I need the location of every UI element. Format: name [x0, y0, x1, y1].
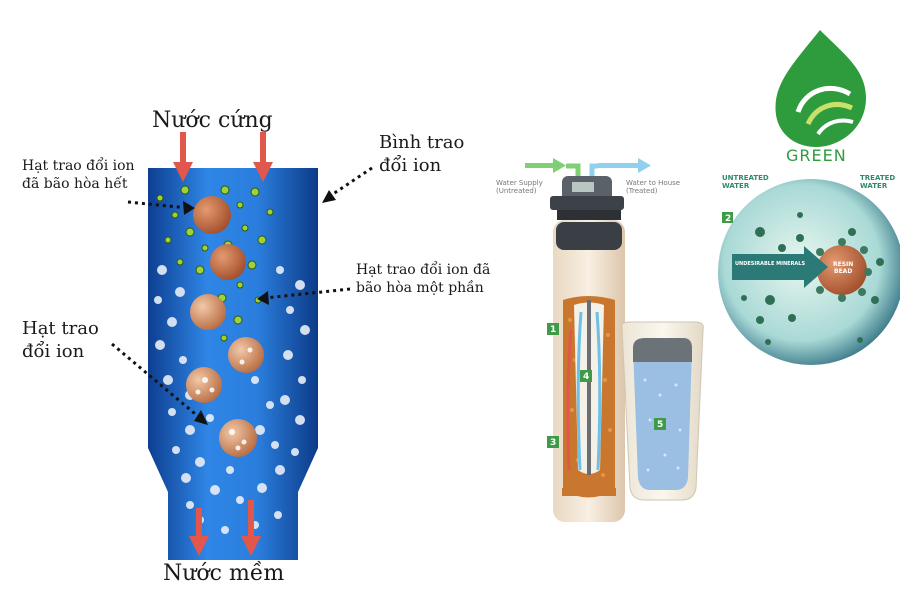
step-1-label: 1 [550, 325, 556, 335]
panel-step-2-label: 2 [725, 214, 731, 224]
soft-water-label: Nước mềm [163, 561, 285, 586]
partially-saturated-resin-label: Hạt trao đổi ion đã bão hòa một phần [356, 262, 491, 296]
water-supply-label: Water Supply (Untreated) [496, 179, 543, 195]
green-logo-mark [775, 30, 866, 147]
undesirable-minerals-label: UNDESIRABLE MINERALS [735, 261, 806, 267]
saturated-resin-label: Hạt trao đổi ion đã bão hòa hết [22, 158, 135, 192]
step-4-label: 4 [583, 372, 589, 382]
hard-water-label: Nước cứng [152, 108, 273, 133]
water-to-house-label: Water to House (Treated) [626, 179, 681, 195]
untreated-water-label: UNTREATED WATER [722, 174, 769, 190]
flow-arrows [525, 158, 651, 180]
logo-text: GREEN [786, 146, 847, 165]
resin-label: Hạt trao đổi ion [22, 318, 99, 362]
treated-water-label: TREATED WATER [860, 174, 896, 190]
step-3-label: 3 [550, 438, 556, 448]
tank-label: Bình trao đổi ion [379, 132, 465, 176]
resin-bead-label: RESIN BEAD [833, 261, 854, 275]
step-5-label: 5 [657, 420, 663, 430]
